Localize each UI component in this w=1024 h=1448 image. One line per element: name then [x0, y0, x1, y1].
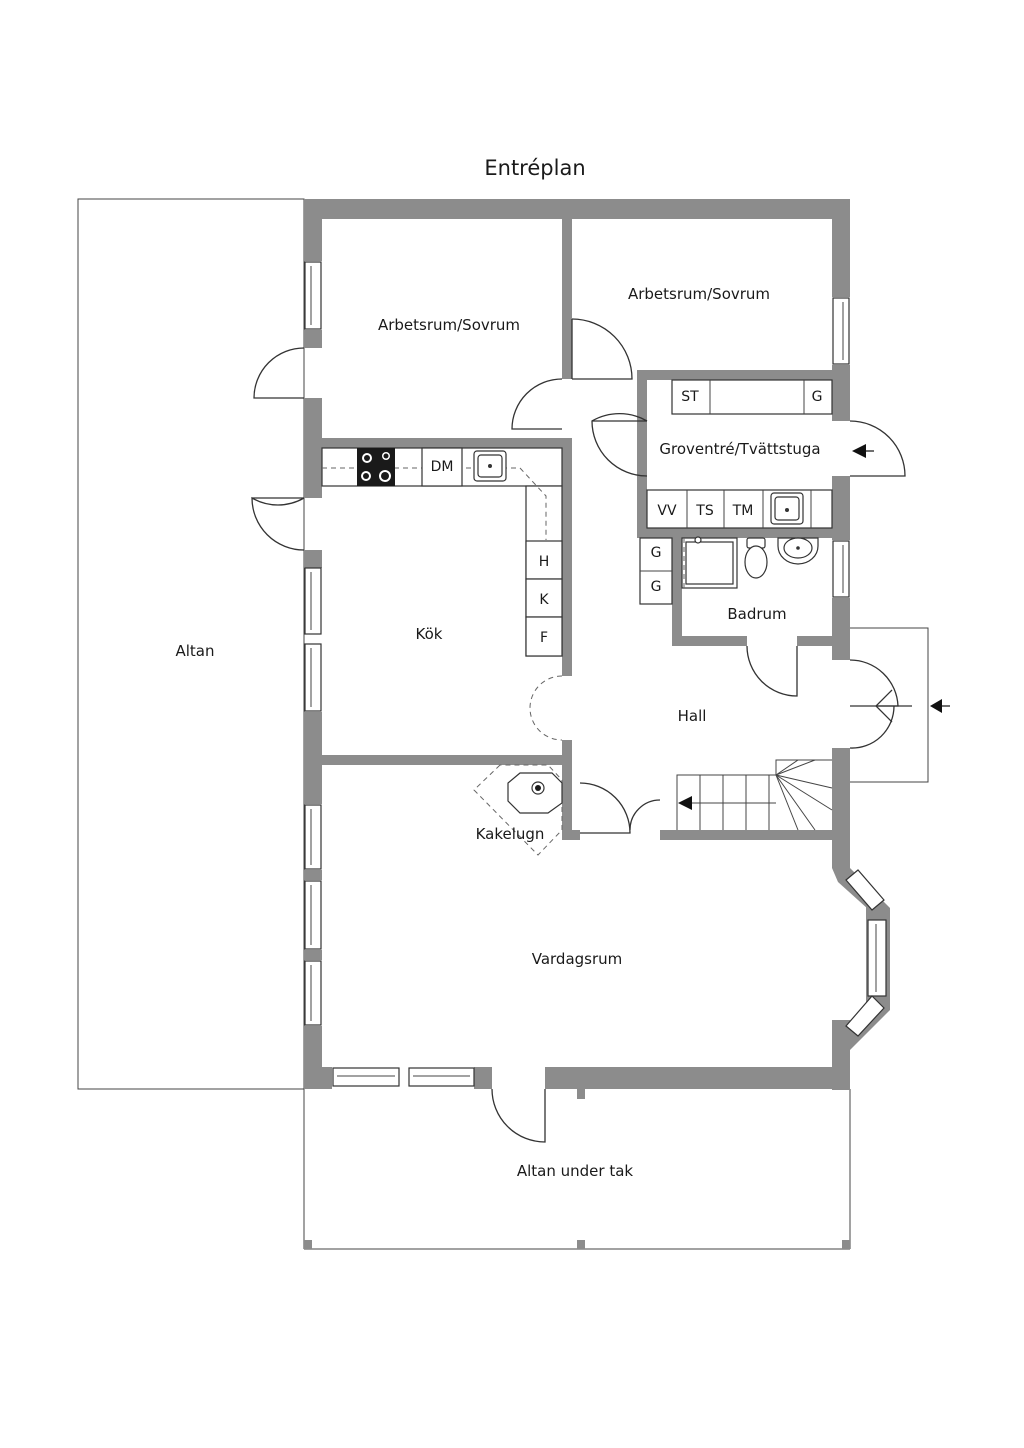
plan-title: Entréplan [484, 156, 585, 180]
room-label-tiled-stove: Kakelugn [476, 825, 545, 843]
fixture-f-label: F [540, 630, 548, 646]
fixture-h-label: H [539, 554, 550, 570]
tiled-stove-icon [473, 764, 563, 856]
kitchen-sink-icon [473, 450, 507, 482]
entrance-arrow-icon [852, 444, 950, 713]
room-label-bedroom-right: Arbetsrum/Sovrum [628, 285, 770, 303]
room-label-kitchen: Kök [416, 625, 443, 643]
deck-outline [77, 198, 305, 1090]
fixture-vv-label: VV [657, 503, 677, 519]
fixture-g-bath-2-label: G [651, 579, 662, 595]
laundry-sink-icon [770, 492, 804, 525]
room-label-laundry: Groventré/Tvättstuga [659, 440, 820, 458]
room-label-bathroom: Badrum [727, 605, 786, 623]
fixture-g-top-label: G [812, 389, 823, 405]
covered-deck-outline [303, 1087, 851, 1250]
cooktop-icon [357, 448, 395, 486]
windows [304, 261, 887, 1087]
shower-icon [681, 536, 738, 590]
fixture-st-label: ST [681, 389, 699, 405]
room-label-covered-deck: Altan under tak [517, 1162, 634, 1180]
room-label-hall: Hall [678, 707, 707, 725]
interior-walls [322, 219, 832, 840]
fixture-g-bath-1-label: G [651, 545, 662, 561]
staircase [676, 759, 833, 831]
room-label-bedroom-left: Arbetsrum/Sovrum [378, 316, 520, 334]
room-label-deck: Altan [175, 642, 214, 660]
doors [251, 318, 906, 1143]
toilet-icon [744, 537, 768, 579]
entrance-porch [850, 627, 929, 783]
dishwasher-label: DM [431, 459, 454, 475]
fixture-k-label: K [539, 592, 549, 608]
room-label-living-room: Vardagsrum [532, 950, 623, 968]
laundry-top-cabinets [671, 379, 833, 415]
fixture-tm-label: TM [732, 503, 754, 519]
bathroom-cabinets [639, 537, 673, 605]
bathroom-sink-icon [777, 537, 819, 565]
fixture-ts-label: TS [695, 503, 714, 519]
